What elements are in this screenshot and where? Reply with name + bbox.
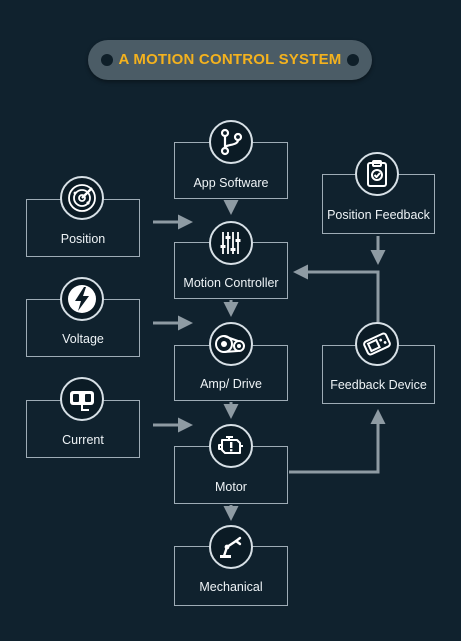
belt-drive-icon [209, 322, 253, 366]
node-label: Current [62, 433, 104, 447]
power-plug-icon [60, 377, 104, 421]
node-label: Position [60, 232, 106, 246]
pill-dot-left [101, 54, 113, 66]
node-label: Mechanical [199, 580, 263, 594]
node-label: Feedback Device [330, 378, 427, 392]
node-label: Voltage [62, 332, 104, 346]
robot-arm-icon [209, 525, 253, 569]
clipboard-check-icon [355, 152, 399, 196]
lightning-icon [60, 277, 104, 321]
handheld-device-icon [355, 322, 399, 366]
git-branch-icon [209, 120, 253, 164]
node-voltage: Voltage [26, 299, 140, 357]
diagram-title: A MOTION CONTROL SYSTEM [118, 51, 342, 68]
node-label: Motor [215, 480, 247, 494]
node-label: Motion Controller [183, 276, 279, 290]
engine-warning-icon [209, 424, 253, 468]
title-banner: A MOTION CONTROL SYSTEM [88, 40, 372, 80]
node-app-software: App Software [174, 142, 288, 199]
arrow-motor-to-feedback-device [289, 409, 386, 474]
node-label: Position Feedback [327, 208, 430, 222]
arrow-feedback-device-to-controller [293, 264, 380, 322]
node-label: App Software [193, 176, 269, 190]
node-mechanical: Mechanical [174, 546, 288, 606]
node-label: Amp/ Drive [200, 377, 262, 391]
sliders-icon [209, 221, 253, 265]
pill-dot-right [347, 54, 359, 66]
radar-icon [60, 176, 104, 220]
